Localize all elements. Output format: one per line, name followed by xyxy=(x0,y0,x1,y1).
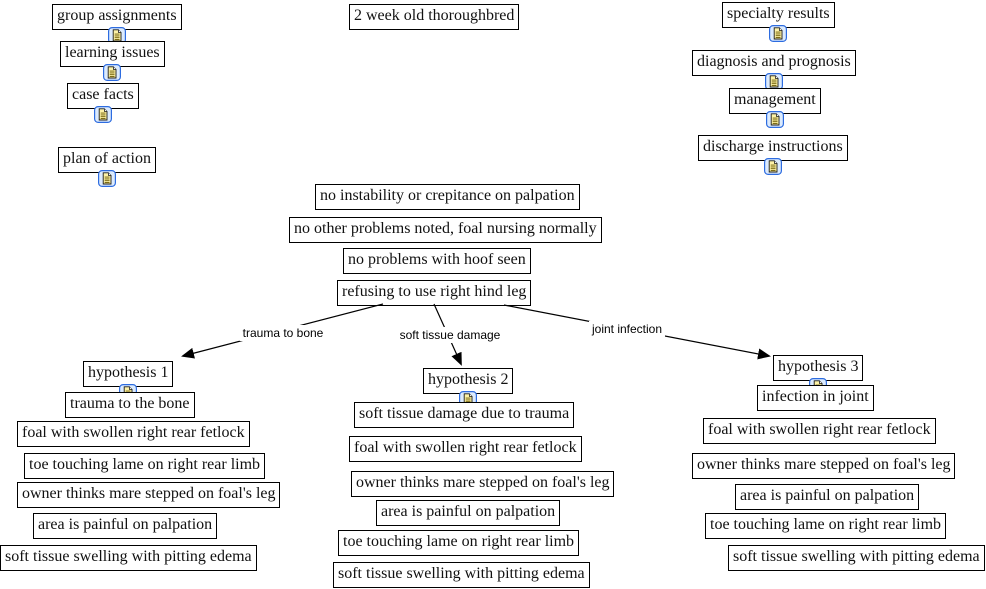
node-evidence-2-6[interactable]: soft tissue swelling with pitting edema xyxy=(333,562,590,588)
node-evidence-1-5[interactable]: area is painful on palpation xyxy=(33,513,218,539)
node-label: soft tissue swelling with pitting edema xyxy=(338,565,585,582)
node-evidence-2-1[interactable]: soft tissue damage due to trauma xyxy=(354,402,575,428)
node-label: owner thinks mare stepped on foal's leg xyxy=(697,456,951,473)
node-patient[interactable]: 2 week old thoroughbred xyxy=(349,4,520,30)
node-label: owner thinks mare stepped on foal's leg xyxy=(356,474,610,491)
node-label: trauma to the bone xyxy=(70,395,190,412)
node-evidence-2-5[interactable]: toe touching lame on right rear limb xyxy=(338,530,580,556)
document-attachment-icon[interactable] xyxy=(763,158,782,176)
node-label: no other problems noted, foal nursing no… xyxy=(294,220,597,237)
node-label: specialty results xyxy=(727,5,830,22)
document-attachment-icon[interactable] xyxy=(103,64,122,82)
node-evidence-1-4[interactable]: owner thinks mare stepped on foal's leg xyxy=(17,482,281,508)
node-specialty-results[interactable]: specialty results xyxy=(722,2,835,43)
node-label: area is painful on palpation xyxy=(38,516,213,533)
node-label: toe touching lame on right rear limb xyxy=(29,456,261,473)
node-label: foal with swollen right rear fetlock xyxy=(708,421,931,438)
node-discharge-instructions[interactable]: discharge instructions xyxy=(698,135,848,176)
node-evidence-3-6[interactable]: soft tissue swelling with pitting edema xyxy=(728,545,985,571)
node-diagnosis-and-prognosis[interactable]: diagnosis and prognosis xyxy=(692,50,856,91)
node-label: plan of action xyxy=(63,150,151,167)
node-label: hypothesis 2 xyxy=(428,371,509,388)
node-label: case facts xyxy=(72,86,134,103)
document-attachment-icon[interactable] xyxy=(93,106,112,124)
node-label: group assignments xyxy=(57,7,177,24)
document-attachment-icon[interactable] xyxy=(97,170,116,188)
node-label: management xyxy=(734,91,816,108)
node-evidence-2-4[interactable]: area is painful on palpation xyxy=(376,500,561,526)
node-finding-refusing-leg[interactable]: refusing to use right hind leg xyxy=(337,280,532,306)
node-label: area is painful on palpation xyxy=(381,503,556,520)
link-label-soft-tissue-damage[interactable]: soft tissue damage xyxy=(396,327,504,343)
node-label: foal with swollen right rear fetlock xyxy=(354,439,577,456)
node-label: area is painful on palpation xyxy=(740,487,915,504)
document-attachment-icon[interactable] xyxy=(107,27,126,45)
node-label: owner thinks mare stepped on foal's leg xyxy=(22,485,276,502)
node-label: toe touching lame on right rear limb xyxy=(710,516,942,533)
node-evidence-3-1[interactable]: infection in joint xyxy=(757,385,874,411)
node-evidence-3-2[interactable]: foal with swollen right rear fetlock xyxy=(703,418,936,444)
node-evidence-3-4[interactable]: area is painful on palpation xyxy=(735,484,920,510)
node-label: no problems with hoof seen xyxy=(348,251,526,268)
node-evidence-1-1[interactable]: trauma to the bone xyxy=(65,392,195,418)
node-label: toe touching lame on right rear limb xyxy=(343,533,575,550)
node-label: 2 week old thoroughbred xyxy=(354,7,515,24)
node-label: soft tissue damage due to trauma xyxy=(359,405,570,422)
node-learning-issues[interactable]: learning issues xyxy=(60,41,165,82)
node-evidence-3-3[interactable]: owner thinks mare stepped on foal's leg xyxy=(692,453,956,479)
document-attachment-icon[interactable] xyxy=(765,111,784,129)
node-hypothesis-1[interactable]: hypothesis 1 xyxy=(83,361,174,402)
node-finding-hoof[interactable]: no problems with hoof seen xyxy=(343,248,531,274)
node-label: learning issues xyxy=(65,44,160,61)
node-evidence-1-6[interactable]: soft tissue swelling with pitting edema xyxy=(0,545,257,571)
node-label: no instability or crepitance on palpatio… xyxy=(320,187,575,204)
node-label: discharge instructions xyxy=(703,138,843,155)
node-label: infection in joint xyxy=(762,388,869,405)
node-hypothesis-3[interactable]: hypothesis 3 xyxy=(773,355,864,396)
node-evidence-1-3[interactable]: toe touching lame on right rear limb xyxy=(24,453,266,479)
node-finding-no-instability[interactable]: no instability or crepitance on palpatio… xyxy=(315,184,580,210)
node-label: diagnosis and prognosis xyxy=(697,53,851,70)
node-plan-of-action[interactable]: plan of action xyxy=(58,147,156,188)
node-label: soft tissue swelling with pitting edema xyxy=(5,548,252,565)
node-evidence-2-3[interactable]: owner thinks mare stepped on foal's leg xyxy=(351,471,615,497)
node-label: soft tissue swelling with pitting edema xyxy=(733,548,980,565)
node-finding-nursing-normally[interactable]: no other problems noted, foal nursing no… xyxy=(289,217,602,243)
node-evidence-3-5[interactable]: toe touching lame on right rear limb xyxy=(705,513,947,539)
node-case-facts[interactable]: case facts xyxy=(67,83,139,124)
node-label: foal with swollen right rear fetlock xyxy=(22,424,245,441)
node-management[interactable]: management xyxy=(729,88,821,129)
link-label-joint-infection[interactable]: joint infection xyxy=(588,321,666,337)
link-label-trauma-to-bone[interactable]: trauma to bone xyxy=(239,325,327,341)
node-label: hypothesis 3 xyxy=(778,358,859,375)
document-attachment-icon[interactable] xyxy=(769,25,788,43)
node-evidence-1-2[interactable]: foal with swollen right rear fetlock xyxy=(17,421,250,447)
node-label: refusing to use right hind leg xyxy=(342,283,527,300)
node-group-assignments[interactable]: group assignments xyxy=(52,4,182,45)
node-evidence-2-2[interactable]: foal with swollen right rear fetlock xyxy=(349,436,582,462)
node-label: hypothesis 1 xyxy=(88,364,169,381)
node-hypothesis-2[interactable]: hypothesis 2 xyxy=(423,368,514,409)
